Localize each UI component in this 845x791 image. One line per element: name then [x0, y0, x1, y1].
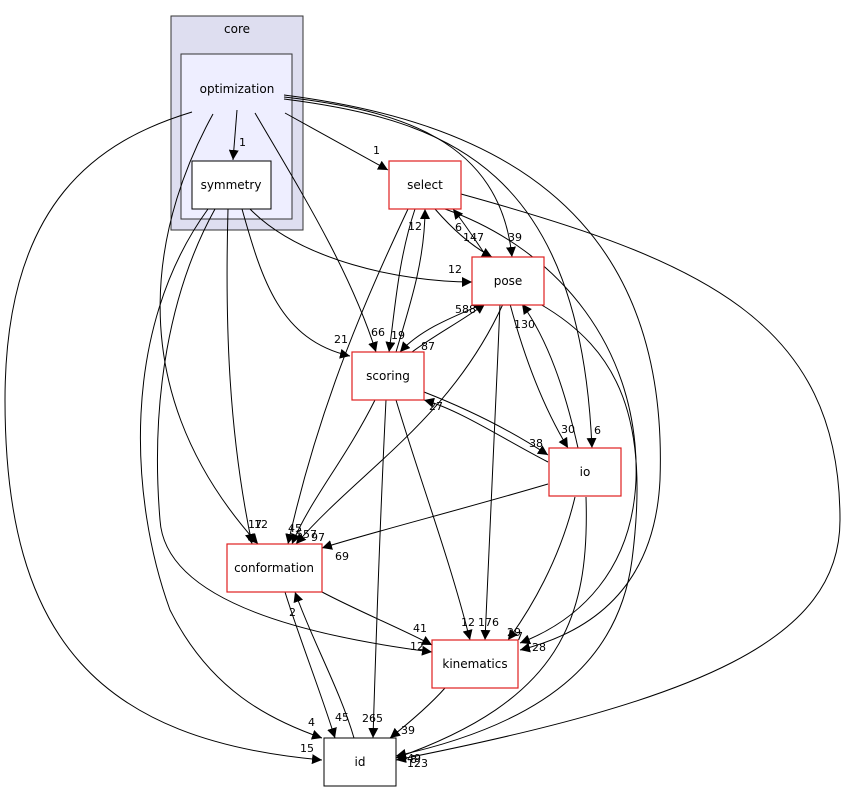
node-symmetry-label: symmetry [201, 178, 262, 192]
node-scoring[interactable]: scoring [351, 351, 425, 401]
edge-pose-conformation: 97 [295, 303, 504, 545]
node-conformation[interactable]: conformation [226, 543, 323, 593]
edge-optimization-id-label: 15 [300, 742, 314, 755]
edge-scoring-conformation-label: 557 [296, 528, 317, 541]
edge-symmetry-scoring-label: 21 [334, 333, 348, 346]
node-kinematics[interactable]: kinematics [431, 639, 519, 689]
edge-scoring-conformation: 557 [291, 399, 376, 545]
edge-scoring-select: 12 [395, 208, 430, 353]
edge-io-id: 8 [395, 496, 587, 766]
node-kinematics-label: kinematics [442, 657, 507, 671]
edge-scoring-select-label: 12 [408, 220, 422, 233]
edge-scoring-pose-label: 588 [455, 303, 476, 316]
edge-pose-io: 30 [509, 303, 575, 449]
edge-io-kinematics: 29 [507, 496, 576, 641]
edge-symmetry-conformation-label: 12 [254, 518, 268, 531]
edge-select-kinematics-label: 7 [516, 630, 523, 643]
edge-scoring-pose: 588 [411, 303, 486, 353]
edge-scoring-kinematics: 12 [395, 399, 475, 641]
edge-optimization-conformation-label: 17 [248, 518, 262, 531]
edge-io-scoring-label: 27 [429, 400, 443, 413]
node-id-label: id [355, 755, 366, 769]
node-id[interactable]: id [323, 737, 397, 787]
edge-kinematics-id-label: 39 [401, 724, 415, 737]
edge-optimization-select-label: 1 [373, 144, 380, 157]
node-io[interactable]: io [548, 447, 622, 497]
edge-symmetry-id-label: 4 [308, 716, 315, 729]
edge-optimization-scoring: 66 [254, 112, 385, 353]
edge-io-kinematics-label: 29 [507, 626, 521, 639]
edge-select-scoring-label: 19 [391, 329, 405, 342]
edge-pose-kinematics-label: 176 [478, 616, 499, 629]
edge-select-id-label: 123 [407, 757, 428, 770]
node-pose-label: pose [494, 274, 523, 288]
edge-pose-id-label: 49 [407, 752, 421, 765]
edge-io-pose-label: 130 [514, 318, 535, 331]
node-pose[interactable]: pose [471, 256, 545, 306]
node-io-label: io [580, 465, 591, 479]
edge-conformation-id: 2 [284, 591, 337, 739]
edge-scoring-io-label: 38 [529, 437, 543, 450]
edge-pose-id: 49 [395, 303, 638, 765]
edge-symmetry-id: 4 [139, 208, 323, 740]
edge-optimization-kinematics: 28 [283, 94, 661, 654]
edge-scoring-id: 265 [362, 399, 387, 739]
edge-io-conformation: 69 [321, 483, 549, 563]
edge-conformation-kinematics: 41 [321, 591, 433, 646]
edge-io-conformation-label: 69 [335, 550, 349, 563]
cluster-core-label: core [224, 22, 250, 36]
edge-io-pose: 130 [514, 303, 579, 449]
edge-pose-conformation-label: 97 [311, 531, 325, 544]
edge-scoring-id-label: 265 [362, 712, 383, 725]
node-conformation-label: conformation [234, 561, 314, 575]
node-select[interactable]: select [388, 160, 462, 210]
edge-select-conformation: 45 [285, 208, 409, 545]
edge-select-id: 123 [395, 193, 841, 770]
edge-symmetry-pose-label: 12 [448, 263, 462, 276]
edge-optimization-scoring-label: 66 [371, 326, 385, 339]
node-select-label: select [407, 178, 443, 192]
node-symmetry[interactable]: symmetry [191, 160, 272, 210]
edge-pose-select-label: 6 [455, 221, 462, 234]
edge-symmetry-scoring: 21 [241, 208, 351, 359]
edge-scoring-io: 38 [423, 391, 549, 456]
edge-optimization-symmetry-label: 1 [239, 136, 246, 149]
edge-scoring-kinematics-label: 12 [461, 616, 475, 629]
edge-kinematics-id: 39 [389, 687, 446, 739]
edge-optimization-pose-label: 39 [508, 231, 522, 244]
edge-optimization-io: 6 [283, 98, 601, 449]
edge-optimization-kinematics-label: 28 [532, 641, 546, 654]
edge-conformation-id-label: 2 [289, 606, 296, 619]
edge-symmetry-pose: 12 [249, 208, 473, 287]
edge-pose-kinematics: 176 [478, 303, 501, 641]
edge-pose-io-label: 30 [561, 423, 575, 436]
edge-io-id-label: 8 [410, 753, 417, 766]
edge-id-conformation: 45 [293, 591, 355, 739]
edge-optimization-select: 1 [284, 112, 389, 171]
edge-optimization-symmetry: 1 [228, 109, 246, 161]
edge-id-conformation-label: 45 [335, 711, 349, 724]
edge-optimization-id: 15 [4, 111, 323, 765]
edge-io-scoring: 27 [423, 397, 549, 463]
node-scoring-label: scoring [366, 369, 410, 383]
edge-conformation-kinematics-label: 41 [413, 622, 427, 635]
edge-symmetry-conformation: 12 [226, 208, 268, 545]
edge-optimization-io-label: 6 [594, 424, 601, 437]
edge-select-conformation-label: 45 [288, 522, 302, 535]
edge-symmetry-kinematics-label: 12 [410, 640, 424, 653]
edges: 1 1 39 6 66 17 28 15 [4, 94, 841, 770]
optimization-label: optimization [200, 82, 275, 96]
edge-pose-scoring-label: 87 [421, 340, 435, 353]
